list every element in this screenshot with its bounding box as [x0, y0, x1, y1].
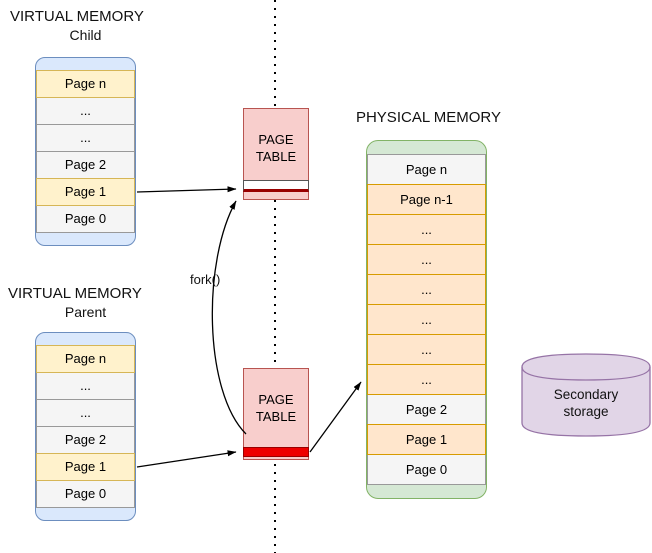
memory-row: Page 1: [367, 424, 486, 455]
page-table-parent: PAGE TABLE: [243, 368, 309, 460]
fork-call-label: fork(): [188, 272, 223, 287]
parent-virtual-memory-stack: Page n ... ... Page 2 Page 1 Page 0: [35, 332, 136, 521]
memory-row: ...: [367, 364, 486, 395]
memory-row: Page 2: [36, 426, 135, 454]
arrow-fork-parent-to-child-pagetable: [211, 200, 247, 435]
secondary-storage: Secondary storage: [521, 352, 651, 438]
cylinder-icon: [521, 353, 651, 437]
memory-row: Page n: [36, 70, 135, 98]
memory-row: ...: [367, 304, 486, 335]
physical-memory-title: PHYSICAL MEMORY: [355, 109, 502, 126]
memory-row: Page 2: [36, 151, 135, 179]
arrow-child-page1-to-pagetable: [136, 186, 237, 193]
arrow-parent-page1-to-pagetable: [136, 450, 237, 468]
memory-row: ...: [36, 97, 135, 125]
memory-row: Page 0: [36, 205, 135, 233]
memory-row: ...: [367, 244, 486, 275]
secondary-storage-label: Secondary storage: [553, 387, 619, 419]
arrow-pagetable-to-physical-memory: [309, 381, 362, 453]
memory-row: ...: [36, 124, 135, 152]
parent-memory-subtitle: Parent: [64, 304, 107, 320]
page-table-label: PAGE TABLE: [255, 392, 297, 424]
memory-row: Page 1: [36, 453, 135, 481]
memory-row: Page 2: [367, 394, 486, 425]
memory-row: ...: [367, 274, 486, 305]
page-table-entry-empty: [243, 180, 309, 192]
memory-row: Page n: [36, 345, 135, 373]
parent-memory-title: VIRTUAL MEMORY: [8, 285, 142, 302]
child-memory-title: VIRTUAL MEMORY: [10, 8, 144, 25]
memory-row: Page n-1: [367, 184, 486, 215]
child-memory-subtitle: Child: [69, 27, 102, 43]
memory-row: Page n: [367, 154, 486, 185]
memory-row: ...: [367, 214, 486, 245]
memory-row: ...: [36, 372, 135, 400]
page-table-child: PAGE TABLE: [243, 108, 309, 200]
child-virtual-memory-stack: Page n ... ... Page 2 Page 1 Page 0: [35, 57, 136, 246]
memory-row: Page 0: [36, 480, 135, 508]
memory-row: ...: [367, 334, 486, 365]
memory-row: Page 1: [36, 178, 135, 206]
memory-row: ...: [36, 399, 135, 427]
memory-row: Page 0: [367, 454, 486, 485]
page-table-label: PAGE TABLE: [255, 132, 297, 164]
page-table-entry-mapped: [243, 447, 309, 457]
physical-memory-stack: Page n Page n-1 ... ... ... ... ... ... …: [366, 140, 487, 499]
